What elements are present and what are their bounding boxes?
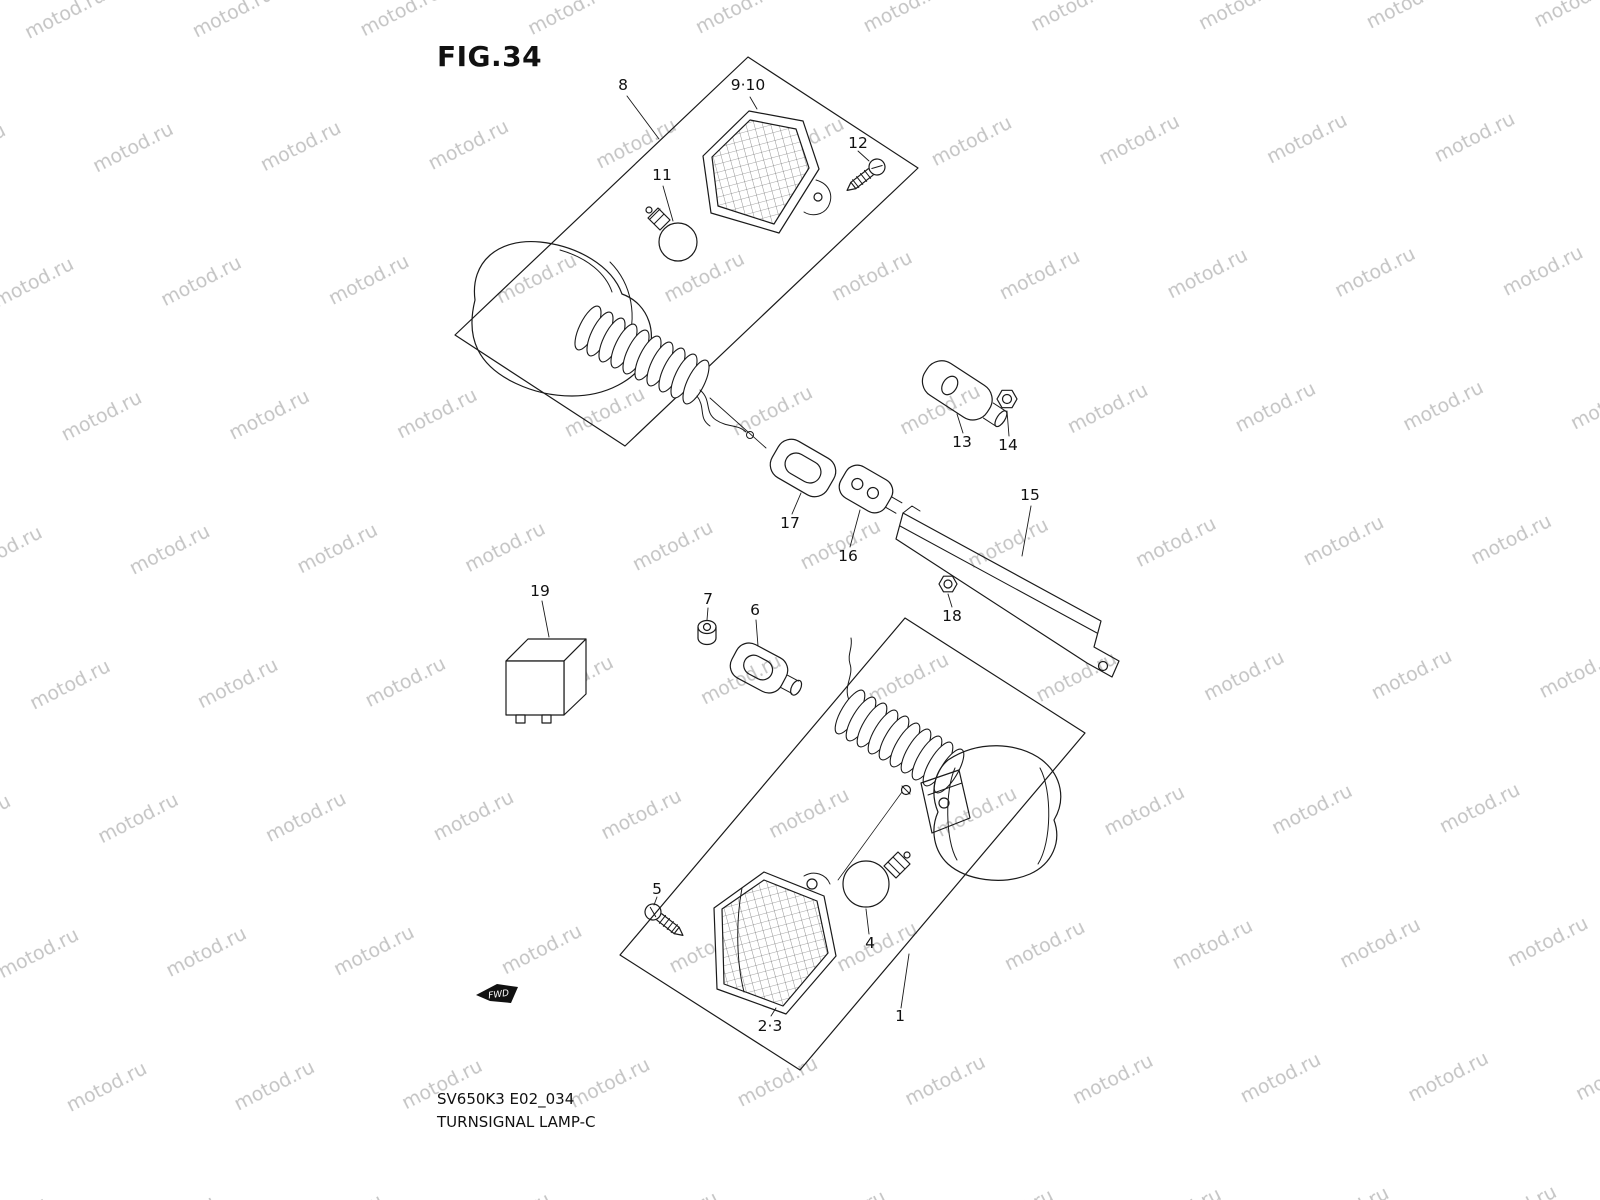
nut-14 [996, 389, 1018, 409]
bulb-lower [842, 851, 911, 908]
callout-19: 19 [530, 582, 550, 600]
screw-upper [846, 158, 886, 191]
callout-11: 11 [652, 166, 672, 184]
callout-1: 1 [895, 1007, 905, 1025]
fwd-label: FWD [488, 989, 510, 1002]
callout-labels: 8 9·10 12 11 13 14 17 16 15 18 19 7 6 5 … [530, 76, 1040, 1035]
callout-15: 15 [1020, 486, 1040, 504]
callout-14: 14 [998, 436, 1018, 454]
nut-7 [697, 619, 717, 646]
grommet-16 [838, 464, 903, 514]
lens-upper [702, 110, 832, 234]
screw-lower [644, 903, 684, 936]
callout-7: 7 [703, 590, 713, 608]
bulb-upper [645, 206, 698, 262]
diagram [454, 56, 1120, 1071]
callout-16: 16 [838, 547, 858, 565]
cushion-17 [769, 438, 837, 498]
fwd-arrow: FWD [476, 984, 518, 1003]
upper-assembly-box [454, 56, 919, 447]
grommet-6 [729, 642, 803, 696]
nut-18 [938, 575, 958, 593]
callout-8: 8 [618, 76, 628, 94]
figure-code: SV650K3 E02_034 [437, 1090, 575, 1108]
callout-12: 12 [848, 134, 868, 152]
callout-13: 13 [952, 433, 972, 451]
lens-lower [713, 871, 837, 1015]
relay-19 [505, 638, 587, 724]
lower-lamp-body [933, 745, 1062, 881]
figure-title: FIG.34 [437, 40, 543, 73]
lower-assembly-box [619, 617, 1086, 1071]
callout-4: 4 [865, 934, 875, 952]
leader-lines [541, 95, 1032, 1017]
mount-bracket-15 [895, 505, 1120, 678]
callout-18: 18 [942, 607, 962, 625]
callout-17: 17 [780, 514, 800, 532]
callout-5: 5 [652, 880, 662, 898]
lower-boot [834, 689, 965, 794]
figure-caption: TURNSIGNAL LAMP-C [437, 1113, 596, 1131]
bracket-plate-13 [921, 360, 1008, 428]
upper-boot [574, 305, 710, 405]
callout-6: 6 [750, 601, 760, 619]
callout-9-10: 9·10 [731, 76, 766, 94]
lower-wire [846, 637, 852, 701]
callout-2-3: 2·3 [758, 1017, 783, 1035]
upper-wires [696, 389, 754, 439]
